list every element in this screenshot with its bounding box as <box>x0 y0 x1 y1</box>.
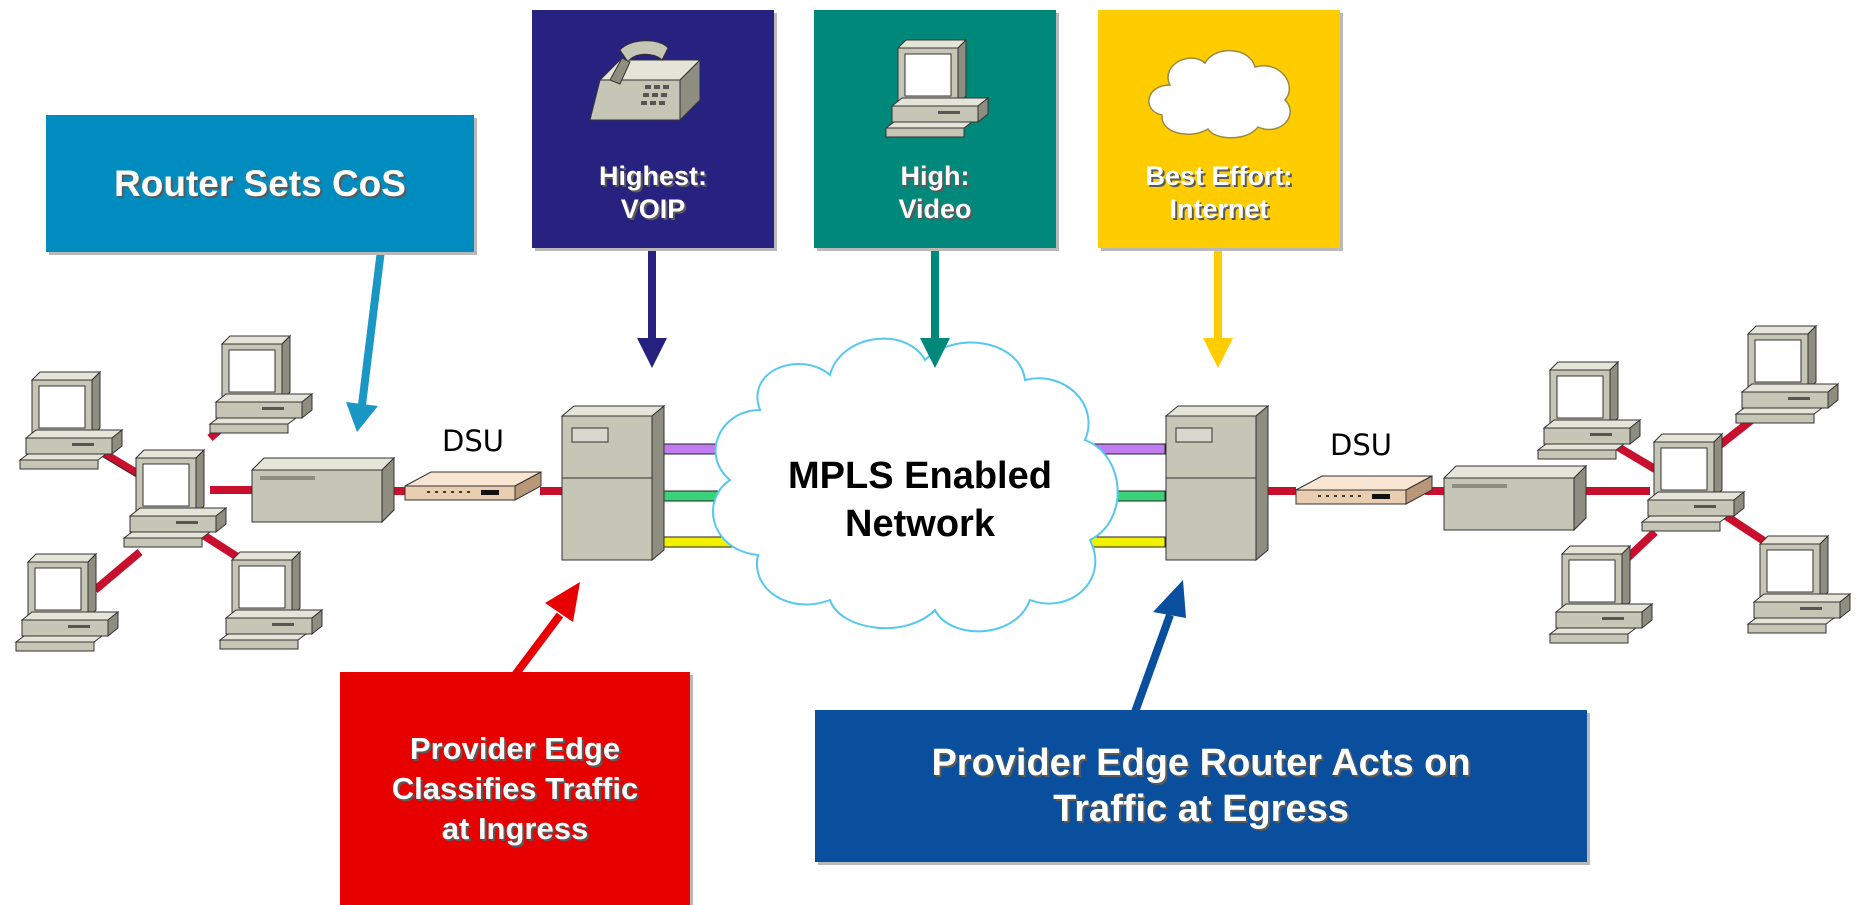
callout-voip-line2: VOIP <box>620 194 686 224</box>
router-icon <box>1165 405 1269 561</box>
dsu-icon <box>1295 475 1433 505</box>
workstation-icon <box>1747 535 1851 634</box>
callout-voip-line1: Highest: <box>599 161 707 191</box>
dsu-label-left: DSU <box>442 424 504 458</box>
callout-egress-line1: Provider Edge Router Acts on <box>931 742 1471 784</box>
workstation-icon <box>123 449 227 548</box>
cloud-label: MPLS Enabled Network <box>760 452 1080 548</box>
workstation-icon <box>209 335 313 434</box>
callout-voip: Highest: VOIP <box>532 10 774 248</box>
cloud-label-line1: MPLS Enabled <box>788 455 1052 497</box>
cloud-label-line2: Network <box>845 503 995 545</box>
callout-internet: Best Effort: Internet <box>1098 10 1340 248</box>
switch-icon <box>251 457 395 523</box>
cloud-icon <box>1148 49 1291 139</box>
callout-ingress-line2: Classifies Traffic <box>391 770 639 806</box>
arrow-internet <box>1203 247 1233 368</box>
callout-ingress-line3: at Ingress <box>441 810 589 846</box>
callout-video-line1: High: <box>900 161 970 191</box>
callout-internet-line1: Best Effort: <box>1145 161 1293 191</box>
arrow-voip <box>637 247 667 368</box>
telephone-icon <box>590 40 700 122</box>
workstation-icon <box>1735 325 1839 424</box>
router-icon <box>561 405 665 561</box>
callout-ingress: Provider Edge Classifies Traffic at Ingr… <box>340 672 690 905</box>
computer-icon <box>885 39 989 138</box>
callout-egress: Provider Edge Router Acts on Traffic at … <box>815 710 1587 862</box>
mpls-cloud <box>712 337 1119 633</box>
arrow-video <box>920 247 950 368</box>
callout-video-line2: Video <box>898 194 972 224</box>
workstation-icon <box>1641 433 1745 532</box>
callout-internet-line2: Internet <box>1169 194 1269 224</box>
workstation-icon <box>19 371 123 470</box>
workstation-icon <box>219 551 323 650</box>
callout-router-sets-cos-text: Router Sets CoS <box>114 162 406 204</box>
callout-router-sets-cos: Router Sets CoS <box>46 115 474 252</box>
dsu-icon <box>404 471 542 501</box>
workstation-icon <box>1549 545 1653 644</box>
workstation-icon <box>15 553 119 652</box>
arrow-cos <box>346 249 385 432</box>
arrow-ingress <box>511 582 580 678</box>
callout-video: High: Video <box>814 10 1056 248</box>
switch-icon <box>1443 465 1587 531</box>
arrow-egress <box>1131 580 1186 714</box>
callout-egress-line2: Traffic at Egress <box>1053 788 1349 830</box>
callout-ingress-line1: Provider Edge <box>409 730 621 766</box>
workstation-icon <box>1537 361 1641 460</box>
dsu-label-right: DSU <box>1330 428 1392 462</box>
